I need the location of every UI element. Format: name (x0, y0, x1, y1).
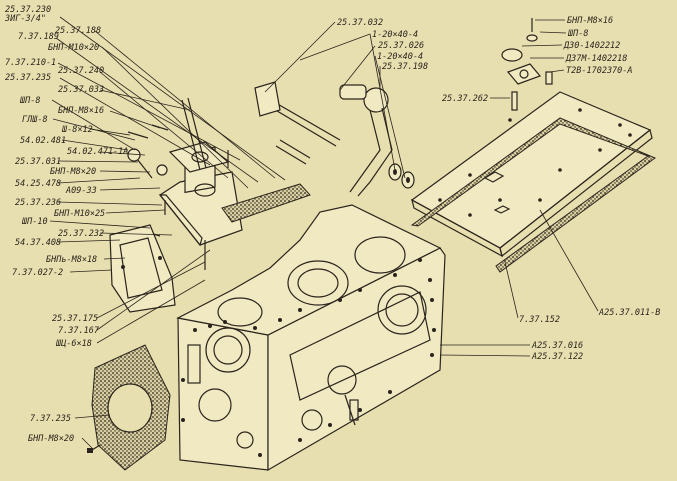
label-7-37-167: 7.37.167 (58, 326, 100, 336)
label-bnp-m8x16: БНП-М8×16 (58, 106, 104, 116)
label-25-37-235: 25.37.235 (5, 73, 51, 83)
front-gasket (91, 344, 171, 471)
label-shp10: ШП-10 (21, 217, 48, 227)
label-bnp-m8x16-r: БНП-М8×16 (567, 16, 613, 26)
label-a25-37-122: А25.37.122 (531, 352, 583, 362)
bolt-front-gasket (87, 444, 101, 453)
label-25-37-232: 25.37.232 (58, 229, 104, 239)
label-bnp-m8x20: БНП-М8×20 (50, 167, 96, 177)
housing-gasket (221, 183, 311, 223)
label-1-20x40x4-a: 1-20×40-4 (372, 30, 418, 40)
label-bnp-m8x18: БНПь-М8×18 (46, 255, 97, 265)
label-a25-37-016: А25.37.016 (531, 341, 583, 351)
label-bnp-m10x25: БНП-М10×25 (54, 209, 105, 219)
cover-gasket (410, 117, 657, 273)
shift-lever (127, 97, 207, 179)
label-t2v: Т2В-1702370-А (566, 66, 633, 76)
label-bnp-m10x20: БНП-М10×20 (48, 43, 99, 53)
label-7-37-027: 7.37.027-2 (12, 268, 63, 278)
leader-lines (49, 16, 599, 449)
label-25-37-033: 25.37.033 (58, 85, 104, 95)
label-zig: ЗИГ-3/4" (4, 14, 46, 24)
label-25-37-262: 25.37.262 (442, 94, 488, 104)
label-a25-37-011: А25.37.011-В (598, 308, 660, 318)
label-54-37-408: 54.37.408 (15, 238, 61, 248)
label-sh8x12: Ш-8×12 (61, 125, 93, 135)
label-25-37-236: 25.37.236 (15, 198, 61, 208)
top-cover-plate (410, 91, 653, 258)
label-25-37-175: 25.37.175 (52, 314, 98, 324)
label-7-37-210: 7.37.210-1 (5, 58, 56, 68)
label-25-37-026: 25.37.026 (378, 41, 424, 51)
label-shp8-r: ШП-8 (567, 29, 588, 39)
label-7-37-235: 7.37.235 (30, 414, 71, 424)
label-54-25-478: 54.25.478 (15, 179, 61, 189)
label-shp8: ШП-8 (19, 96, 40, 106)
label-25-37-230: 25.37.230 (5, 5, 51, 15)
label-1-20x40x4-b: 1-20×40-4 (377, 52, 423, 62)
label-7-37-189: 7.37.189 (18, 32, 59, 42)
side-bracket (109, 224, 176, 313)
label-25-37-032: 25.37.032 (337, 18, 383, 28)
label-25-37-198: 25.37.198 (382, 62, 428, 72)
pedal-arm (339, 84, 393, 197)
label-glsh8: ГЛШ-8 (22, 115, 48, 125)
bearing-parts (501, 18, 553, 111)
label-25-37-031: 25.37.031 (15, 157, 61, 167)
washers (388, 163, 415, 189)
label-a09-33: А09-33 (65, 186, 97, 196)
label-54-02-471: 54.02.471-1А (67, 147, 128, 157)
gearbox-housing (176, 204, 446, 472)
label-25-37-240: 25.37.240 (58, 66, 104, 76)
part-labels: 25.37.230 ЗИГ-3/4" 25.37.188 7.37.189 БН… (4, 5, 660, 444)
label-54-02-481: 54.02.481 (20, 136, 66, 146)
label-shts6x18: ШЦ-6×18 (55, 339, 92, 349)
label-25-37-188: 25.37.188 (55, 26, 101, 36)
label-d30: Д30-1402212 (563, 41, 620, 51)
label-7-37-152: 7.37.152 (519, 315, 560, 325)
shift-shaft (254, 81, 341, 165)
label-d37m: Д37М-1402218 (565, 54, 627, 64)
label-bnp-m8x20-b: БНП-М8×20 (28, 434, 74, 444)
